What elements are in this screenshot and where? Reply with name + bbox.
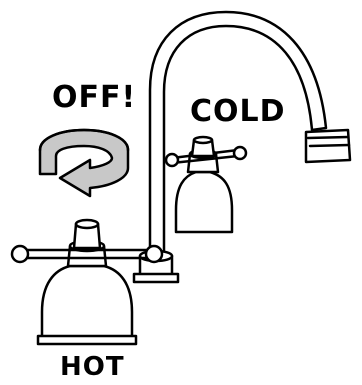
cold-label: COLD — [190, 94, 286, 129]
cold-tap — [166, 137, 246, 232]
hot-label: HOT — [60, 352, 125, 382]
off-label: OFF! — [52, 80, 136, 115]
counterclockwise-turn-arrow-icon — [40, 130, 128, 196]
